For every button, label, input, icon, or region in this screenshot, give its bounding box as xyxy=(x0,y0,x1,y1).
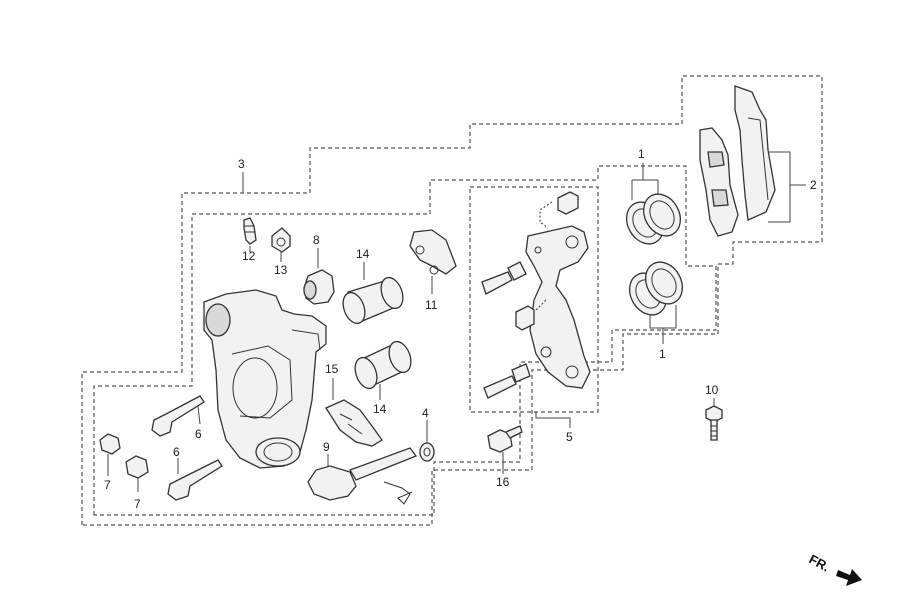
leader-6a xyxy=(197,405,201,425)
callout-2: 2 xyxy=(810,178,817,192)
caliper-bracket xyxy=(525,225,591,389)
leader-5 xyxy=(535,412,571,428)
front-arrow-icon xyxy=(836,569,862,586)
pin-cap-lower xyxy=(125,455,149,479)
direction-label: FR. xyxy=(807,551,833,574)
banjo-bolt xyxy=(487,425,523,453)
callout-7b: 7 xyxy=(134,497,141,511)
callout-8: 8 xyxy=(313,233,320,247)
callout-6a: 6 xyxy=(195,427,202,441)
piston-upper xyxy=(342,276,404,325)
piston-seal-lower xyxy=(628,261,684,316)
callout-10: 10 xyxy=(705,383,719,397)
callout-5: 5 xyxy=(566,430,573,444)
callout-15: 15 xyxy=(325,362,339,376)
callout-11: 11 xyxy=(425,298,438,312)
caliper-body-outline xyxy=(93,165,717,516)
bracket-outline xyxy=(469,186,599,413)
leader-1b xyxy=(649,305,677,344)
callout-1b: 1 xyxy=(659,347,666,361)
callout-16: 16 xyxy=(496,475,510,489)
leader-1a xyxy=(631,163,659,200)
caliper-assembly-outline xyxy=(81,75,823,526)
callout-3: 3 xyxy=(238,157,245,171)
dust-boot xyxy=(303,269,335,305)
pin-cap-upper xyxy=(99,433,121,455)
callout-14b: 14 xyxy=(373,402,387,416)
callout-4: 4 xyxy=(422,406,429,420)
bracket-pin-lower xyxy=(515,299,547,331)
callout-14a: 14 xyxy=(356,247,370,261)
piston-seal-upper xyxy=(625,193,682,245)
mounting-bolt xyxy=(705,405,723,441)
slide-pin-upper xyxy=(151,395,205,437)
callout-1a: 1 xyxy=(638,147,645,161)
bleeder-screw xyxy=(243,217,257,245)
bracket-bolt-lower xyxy=(483,363,531,399)
callout-13: 13 xyxy=(274,263,288,277)
brake-pad-rear xyxy=(734,85,776,221)
callout-6b: 6 xyxy=(173,445,180,459)
front-direction-indicator: FR. xyxy=(807,551,862,586)
caliper-body xyxy=(203,289,327,469)
piston-lower xyxy=(354,340,412,390)
bracket-bolt-upper xyxy=(481,261,527,295)
pad-pin xyxy=(307,447,418,501)
callout-9: 9 xyxy=(323,440,330,454)
callout-12: 12 xyxy=(242,249,256,263)
brake-pad-front xyxy=(699,127,739,237)
slide-pin-lower xyxy=(167,459,223,501)
pad-spring xyxy=(409,229,457,275)
pad-retainer xyxy=(325,399,383,447)
bleeder-cap xyxy=(271,227,291,253)
bracket-pin-upper xyxy=(539,191,579,229)
callout-7a: 7 xyxy=(104,478,111,492)
leader-2 xyxy=(768,151,806,223)
retaining-clip xyxy=(383,481,413,505)
sealing-washer xyxy=(419,442,435,462)
